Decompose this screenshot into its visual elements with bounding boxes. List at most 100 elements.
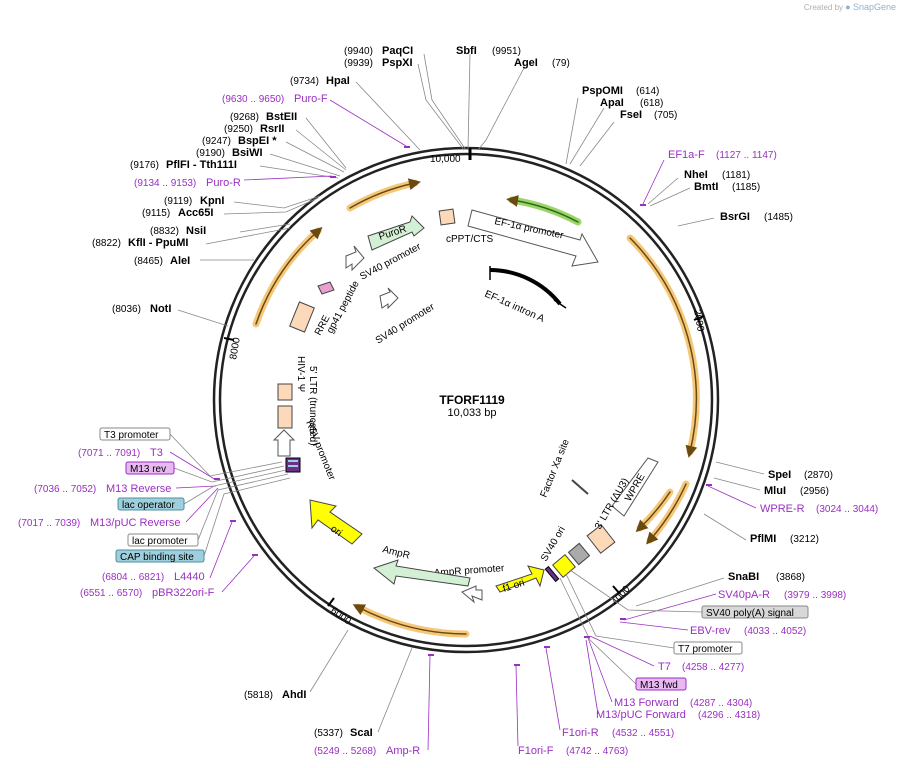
plasmid-name: TFORF1119	[439, 393, 505, 407]
ampr-promoter-feature	[461, 585, 483, 604]
enzyme-coord-apai: (618)	[640, 98, 663, 109]
leader-m13-puc-reverse	[185, 487, 219, 523]
tick-label-2000: 2000	[691, 309, 706, 333]
enzyme-coord-agei: (79)	[552, 58, 570, 69]
enzyme-coord-bsteii: (9268)	[230, 112, 259, 123]
tick-8000	[223, 337, 235, 341]
leader-f1ori-r	[545, 647, 561, 731]
enzyme-name-apai: ApaI	[600, 97, 624, 109]
leader-sbfi	[467, 53, 471, 151]
box-t3-promoter-text: T3 promoter	[104, 430, 159, 441]
marker-t7	[584, 636, 590, 638]
leader-hpai	[355, 81, 421, 151]
primer-name-puro-r: Puro-R	[206, 177, 241, 189]
box-t3-promoter: T3 promoter	[99, 427, 171, 441]
leader-m13-reverse	[175, 485, 217, 489]
primer-name-ebv-rev: EBV-rev	[690, 625, 731, 637]
orf-arc-3	[626, 234, 700, 456]
primer-name-m13-puc-forward: M13/pUC Forward	[596, 709, 686, 721]
hiv-psi-box	[277, 383, 293, 401]
green-orf-arc	[508, 196, 582, 226]
enzyme-name-sbfi: SbfI	[456, 45, 477, 57]
marker-f1ori-f	[514, 664, 520, 666]
wpre-feature	[611, 457, 659, 517]
leader-ef1a-f	[641, 159, 665, 207]
tick-6000	[327, 597, 335, 607]
enzyme-name-bspei: BspEI *	[238, 135, 277, 147]
leader-pspomi	[565, 97, 579, 165]
enzyme-coord-rsrii: (9250)	[224, 124, 253, 135]
box-t3-promoter-bg	[99, 427, 171, 441]
enzyme-coord-pflfi: (9176)	[130, 160, 159, 171]
enzyme-name-ahdi: AhdI	[282, 689, 306, 701]
leader-sv40-polya	[569, 569, 703, 613]
marker-pbr322ori-f	[252, 554, 258, 556]
leader-amp-r	[427, 655, 431, 751]
enzyme-name-agei: AgeI	[514, 57, 538, 69]
leader-m13-forward	[587, 637, 613, 703]
ori-label: ori	[328, 524, 343, 539]
primer-name-puro-f: Puro-F	[294, 93, 328, 105]
enzyme-coord-bsrgi: (1485)	[764, 212, 793, 223]
enzyme-name-snabi: SnaBI	[728, 571, 759, 583]
box-m13-fwd-bg	[635, 677, 687, 691]
box-t7-promoter-bg	[673, 641, 743, 655]
primer-coord-f1ori-r: (4532 .. 4551)	[612, 728, 674, 739]
marker-puro-r	[330, 176, 336, 178]
rre-box	[289, 301, 315, 333]
cppt-box	[438, 208, 456, 226]
enzyme-coord-snabi: (3868)	[776, 572, 805, 583]
leader-ebv-rev	[619, 621, 689, 631]
enzyme-name-bsrgi: BsrGI	[720, 211, 750, 223]
leader-nhei	[647, 177, 679, 205]
enzyme-coord-alei: (8465)	[134, 256, 163, 267]
boxed-feature-labels: T3 promoter M13 rev lac operator lac pro…	[99, 427, 809, 691]
primer-markers	[214, 146, 712, 666]
enzyme-coord-pspomi: (614)	[636, 86, 659, 97]
leader-acc65i	[223, 197, 319, 215]
box-cap-binding: CAP binding site	[115, 549, 205, 563]
enzyme-coord-ahdi: (5818)	[244, 690, 273, 701]
primer-labels: (9630 .. 9650) Puro-F (9134 .. 9153) Pur…	[18, 93, 878, 757]
primer-coord-m13-forward: (4287 .. 4304)	[690, 698, 752, 709]
enzyme-name-bsiwi: BsiWI	[232, 147, 263, 159]
primer-name-ef1a-f: EF1a-F	[668, 149, 705, 161]
primer-coord-m13-puc-reverse: (7017 .. 7039)	[18, 518, 80, 529]
cppt-label: cPPT/CTS	[446, 234, 494, 245]
enzyme-name-rsrii: RsrII	[260, 123, 284, 135]
orf-arc-3-line	[629, 237, 698, 458]
leader-puro-f	[329, 99, 407, 147]
primer-name-amp-r: Amp-R	[386, 745, 420, 757]
snapgene-logo: ●	[845, 2, 851, 12]
box-t7-promoter: T7 promoter	[673, 641, 743, 655]
leader-puro-r	[243, 175, 333, 181]
primer-leaders	[169, 99, 757, 751]
leader-pflmi	[703, 513, 747, 541]
enzyme-name-pflfi: PflFI - Tth111I	[166, 159, 237, 171]
puror-feature	[367, 215, 425, 251]
box-m13-rev: M13 rev	[125, 461, 175, 475]
ef1a-intron-arc	[489, 268, 562, 306]
leader-lac-operator	[183, 469, 287, 505]
credit-prefix: Created by	[803, 3, 844, 12]
leader-t3-promoter	[169, 433, 283, 477]
leader-scai	[377, 647, 413, 733]
enzyme-coord-mlui: (2956)	[800, 486, 829, 497]
leader-rsrii	[295, 129, 347, 171]
sv40-promoter-2-label: SV40 promoter	[374, 301, 437, 346]
leader-t7	[589, 635, 655, 667]
marker-amp-r	[428, 654, 434, 656]
marker-ef1a-f	[640, 204, 646, 206]
enzyme-coord-paqci: (9940)	[344, 46, 373, 57]
leader-paqci	[423, 53, 467, 151]
primer-coord-f1ori-f: (4742 .. 4763)	[566, 746, 628, 757]
marker-sv40pa-r	[620, 618, 626, 620]
marker-wpre-r	[706, 484, 712, 486]
plasmid-size: 10,033 bp	[448, 407, 497, 419]
ef1a-intron-end	[553, 299, 567, 309]
enzyme-coord-nsii: (8832)	[150, 226, 179, 237]
enzyme-name-pspomi: PspOMI	[582, 85, 623, 97]
leader-wpre-r	[707, 485, 757, 509]
enzyme-coord-pflmi: (3212)	[790, 534, 819, 545]
enzyme-name-hpai: HpaI	[326, 75, 350, 87]
